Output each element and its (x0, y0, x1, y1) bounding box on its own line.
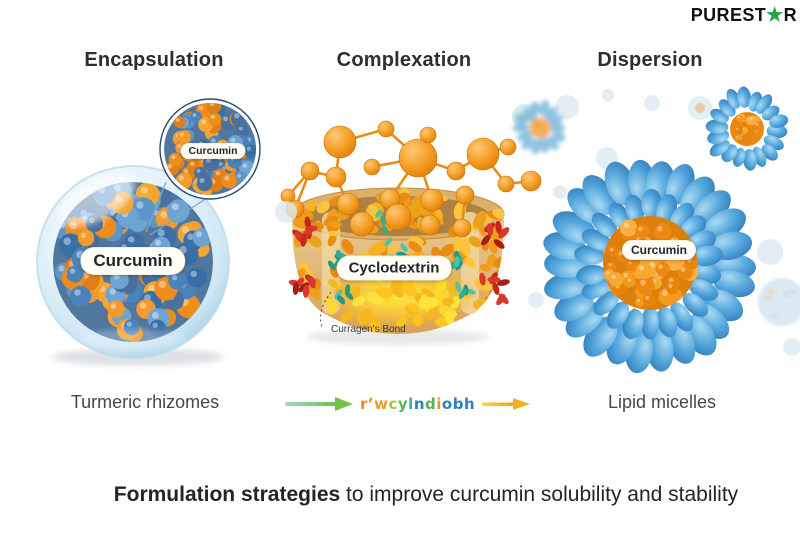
heading-complexation: Complexation (336, 49, 472, 71)
star-icon: ★ (766, 5, 784, 26)
cyclodextrin-label: Cyclodextrin (336, 255, 452, 281)
footer-title-rest: to improve curcumin solubility and stabi… (340, 483, 739, 506)
process-caption: rʼwcylndiobh (285, 394, 531, 414)
curcumin-label-micelle: Curcumin (621, 240, 697, 260)
caption-turmeric-rhizomes: Turmeric rhizomes (70, 392, 220, 412)
curcumin-label-main: Curcumin (80, 247, 186, 275)
yellow-arrow-icon (482, 398, 531, 410)
footer-title: Formulation strategies to improve curcum… (0, 483, 800, 507)
bond-annotation: Curragen's Bond (331, 324, 406, 335)
brand-text-post: R (783, 5, 797, 25)
footer-title-bold: Formulation strategies (113, 483, 341, 506)
brand-logo: PUREST★R (691, 4, 797, 27)
encapsulation-illustration (36, 98, 261, 366)
curcumin-label-zoomed: Curcumin (180, 143, 246, 159)
brand-text-pre: PUREST (690, 5, 767, 25)
green-arrow-icon (285, 397, 353, 411)
gibberish-caption: rʼwcylndiobh (360, 395, 476, 413)
caption-lipid-micelles: Lipid micelles (607, 392, 717, 412)
complexation-illustration (280, 120, 542, 345)
heading-encapsulation: Encapsulation (84, 49, 224, 71)
heading-dispersion: Dispersion (597, 49, 703, 71)
dispersion-illustration (275, 86, 800, 374)
